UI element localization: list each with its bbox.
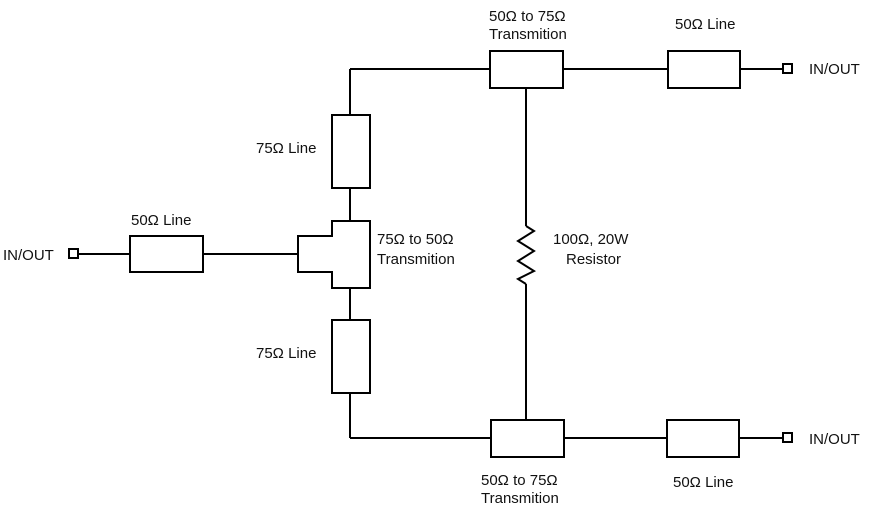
lower-75-line-label: 75Ω Line [256,345,316,362]
upper-75-line-label: 75Ω Line [256,140,316,157]
lower-75-line-box [331,319,371,394]
top-right-line-box [667,50,741,89]
top-transformer-label-1: 50Ω to 75Ω [489,8,566,25]
port-bottom-right-label: IN/OUT [809,431,860,448]
resistor-label-1: 100Ω, 20W [553,231,629,248]
top-right-line-label: 50Ω Line [675,16,735,33]
left-port-terminal [68,248,79,259]
wires [87,68,783,439]
bottom-right-line-box [666,419,740,458]
junction-transformer-label-2: Transmition [377,251,455,268]
bottom-transformer-label-2: Transmition [481,490,559,507]
junction-transformer-box [297,220,371,289]
bottom-transformer-label-1: 50Ω to 75Ω [481,472,558,489]
resistor-label-2: Resistor [566,251,621,268]
bottom-right-line-label: 50Ω Line [673,474,733,491]
port-top-right-label: IN/OUT [809,61,860,78]
left-50-line-label: 50Ω Line [131,212,191,229]
top-transformer-box [489,50,564,89]
junction-transformer-label-1: 75Ω to 50Ω [377,231,454,248]
left-50-line-box [129,235,204,273]
bottom-right-port-terminal [782,432,793,443]
upper-75-line-box [331,114,371,189]
top-transformer-label-2: Transmition [489,26,567,43]
port-left-label: IN/OUT [3,247,54,264]
top-right-port-terminal [782,63,793,74]
resistor-symbol [515,225,537,285]
bottom-transformer-box [490,419,565,458]
